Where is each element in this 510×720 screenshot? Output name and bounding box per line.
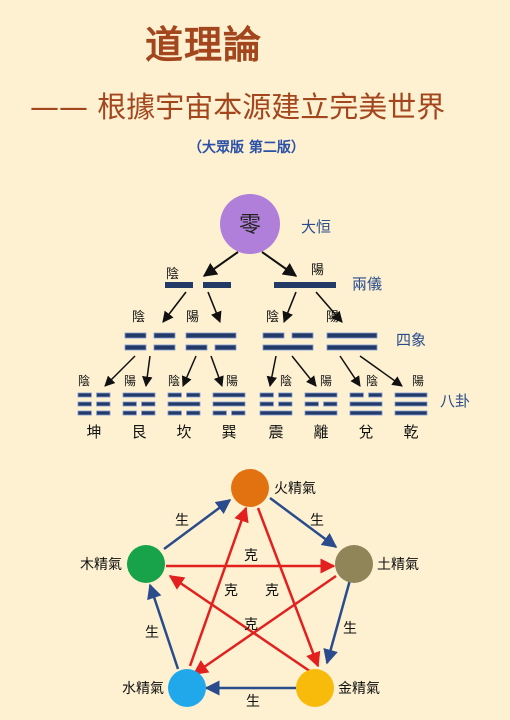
caption-bagua: 八卦 — [440, 392, 470, 410]
node-metal — [296, 669, 334, 707]
arrow-ly-yang-sx-3 — [282, 291, 297, 324]
trigram-name-zhen: 震 — [268, 423, 283, 441]
arrow-earth-metal — [323, 579, 352, 665]
trigram-name-qian: 乾 — [403, 423, 418, 441]
label-yin: 陰 — [280, 374, 292, 388]
trigram-symbol-kun — [77, 392, 111, 416]
generate-label-fire-earth: 生 — [310, 513, 324, 529]
control-label-left: 克 — [224, 583, 238, 599]
arrow-ly-yang-sx-4 — [315, 291, 343, 323]
trigram-symbol-li — [304, 392, 338, 416]
label-yang: 陽 — [311, 263, 324, 278]
caption-dahang: 大恒 — [301, 218, 331, 236]
control-label-top: 克 — [244, 548, 258, 564]
liangyi-yin-symbol — [165, 282, 231, 288]
arrow-ly-yin-sx-1 — [162, 291, 187, 323]
arrow-ly-yin-sx-2 — [207, 291, 222, 324]
label-yang: 陽 — [226, 374, 238, 388]
node-water — [168, 669, 206, 707]
label-yin: 陰 — [266, 310, 279, 325]
arrow-root-yin — [202, 251, 239, 277]
sixiang-shaoyin — [262, 332, 314, 351]
yinyang-tree: 零 大恒 陰 陽 兩儀 陰 陽 陰 陽 四象 — [77, 194, 470, 441]
node-wood — [127, 545, 165, 583]
label-yang: 陽 — [186, 310, 199, 325]
label-yin: 陰 — [132, 310, 145, 325]
label-yin: 陰 — [366, 374, 378, 388]
sixiang-taiyang — [326, 332, 378, 351]
control-label-right: 克 — [265, 583, 279, 599]
node-wood-label: 木精氣 — [80, 557, 122, 573]
node-earth — [335, 545, 373, 583]
generate-label-wood-fire: 生 — [175, 513, 189, 529]
arrow-water-wood — [147, 583, 180, 670]
arrow-fire-metal — [256, 507, 321, 668]
trigram-name-kun: 坤 — [86, 423, 101, 441]
arrows-sixiang-bagua — [104, 355, 403, 388]
sixiang-symbols — [124, 332, 378, 351]
caption-liangyi: 兩儀 — [352, 275, 382, 293]
trigram-symbol-xun — [212, 392, 246, 416]
root-node-label: 零 — [239, 213, 261, 238]
trigram-name-li: 離 — [313, 423, 328, 441]
label-yang: 陽 — [412, 374, 424, 388]
trigram-name-gen: 艮 — [131, 423, 146, 441]
control-label-bottom: 克 — [244, 617, 258, 633]
label-yang: 陽 — [320, 374, 332, 388]
arrow-fire-earth — [269, 496, 338, 549]
arrow-water-fire — [188, 506, 249, 667]
arrow-wood-fire — [163, 498, 232, 551]
wuxing-cycle: 火精氣 土精氣 金精氣 水精氣 木精氣 生 生 生 生 生 克 克 克 克 — [80, 469, 419, 710]
label-yang: 陽 — [124, 374, 136, 388]
arrow-root-yang — [261, 251, 298, 277]
trigram-symbol-kan — [167, 392, 201, 416]
label-yin: 陰 — [166, 267, 179, 282]
trigram-name-kan: 坎 — [176, 423, 191, 441]
page-subtitle: —— 根據宇宙本源建立完美世界 — [30, 90, 446, 124]
node-fire — [231, 469, 269, 507]
sixiang-shaoyang — [185, 332, 237, 351]
trigram-symbol-gen — [122, 392, 156, 416]
edition-note: （大眾版 第二版） — [188, 140, 305, 156]
generate-label-water-wood: 生 — [145, 625, 159, 641]
page-title: 道理論 — [145, 23, 263, 67]
node-earth-label: 土精氣 — [377, 557, 419, 573]
trigram-symbol-qian — [394, 392, 428, 416]
trigram-symbol-zhen — [259, 392, 293, 416]
trigram-symbol-dui — [349, 392, 383, 416]
node-fire-label: 火精氣 — [274, 481, 316, 497]
caption-sixiang: 四象 — [396, 331, 426, 349]
trigram-name-xun: 巽 — [221, 423, 236, 441]
label-yin: 陰 — [168, 374, 180, 388]
generate-label-earth-metal: 生 — [343, 621, 357, 637]
arrow-earth-water — [192, 574, 337, 676]
node-water-label: 水精氣 — [122, 681, 164, 697]
root-node — [220, 194, 280, 254]
sixiang-taiyin — [124, 332, 176, 351]
liangyi-yang-symbol — [274, 282, 336, 288]
node-metal-label: 金精氣 — [338, 681, 380, 697]
generate-label-metal-water: 生 — [246, 694, 260, 710]
arrow-metal-wood — [168, 574, 315, 676]
label-yin: 陰 — [78, 374, 90, 388]
label-yang: 陽 — [326, 310, 339, 325]
bagua-symbols — [77, 392, 428, 416]
trigram-name-dui: 兌 — [358, 423, 373, 441]
